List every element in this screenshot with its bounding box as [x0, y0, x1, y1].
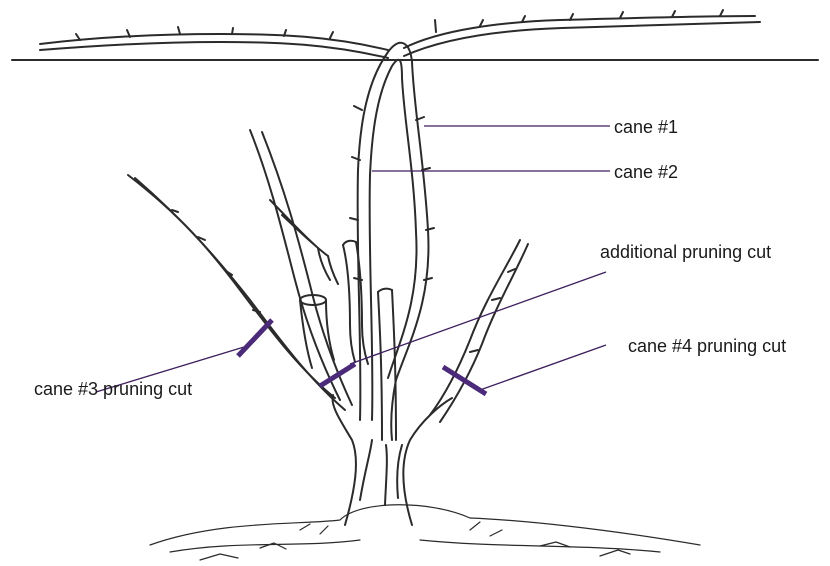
label-additional-pruning-cut: additional pruning cut: [600, 242, 771, 262]
label-cane-2: cane #2: [614, 162, 678, 182]
cordon-left: [40, 27, 388, 58]
label-cane-4-pruning-cut: cane #4 pruning cut: [628, 336, 786, 356]
cut-stub: [300, 295, 334, 368]
cane-4: [430, 240, 528, 422]
cut-marker-cane-3: [238, 320, 272, 356]
ground: [150, 505, 700, 560]
thin-stub: [343, 241, 368, 364]
label-cane-1: cane #1: [614, 117, 678, 137]
cane-1-and-2: [350, 43, 434, 440]
leader-cane-4-cut: [480, 345, 606, 390]
label-cane-3-pruning-cut: cane #3 pruning cut: [34, 379, 192, 399]
cut-marker-cane-4: [443, 367, 486, 394]
cordon-right: [404, 10, 760, 56]
